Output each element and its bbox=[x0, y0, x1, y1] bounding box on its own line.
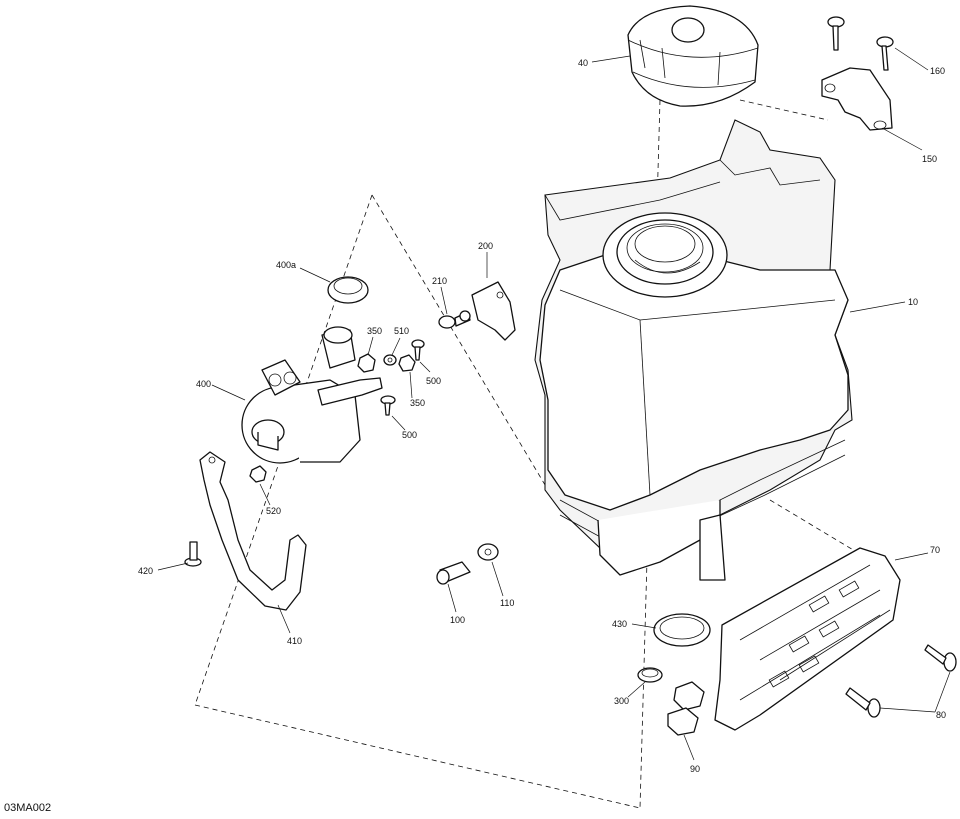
label-500-top: 500 bbox=[426, 376, 441, 386]
label-300: 300 bbox=[614, 696, 629, 706]
clip-300 bbox=[637, 667, 663, 683]
screw-500-a bbox=[411, 339, 425, 361]
label-200: 200 bbox=[478, 241, 493, 251]
washer-510 bbox=[383, 354, 397, 366]
label-350-top: 350 bbox=[367, 326, 382, 336]
screw-150 bbox=[827, 16, 845, 51]
screw-80-a bbox=[924, 644, 957, 672]
fittings-90 bbox=[667, 681, 705, 736]
callout-labels: 40 160 150 10 200 210 400a 350 510 500 3… bbox=[138, 58, 946, 774]
label-160: 160 bbox=[930, 66, 945, 76]
screw-160 bbox=[876, 36, 894, 71]
label-510: 510 bbox=[394, 326, 409, 336]
label-430: 430 bbox=[612, 619, 627, 629]
nut-350-b bbox=[398, 354, 416, 372]
label-520: 520 bbox=[266, 506, 281, 516]
bolt-100 bbox=[436, 561, 471, 585]
label-210: 210 bbox=[432, 276, 447, 286]
strap-410 bbox=[199, 451, 307, 611]
nut-350-a bbox=[357, 353, 376, 373]
bracket-200 bbox=[471, 281, 516, 341]
skid-plate-70 bbox=[714, 547, 901, 731]
seal-ring-400a bbox=[327, 276, 369, 304]
diagram-code: 03MA002 bbox=[4, 802, 51, 814]
bracket-150 bbox=[821, 67, 893, 131]
label-80: 80 bbox=[936, 710, 946, 720]
leader-lines bbox=[157, 47, 951, 761]
label-350-bottom: 350 bbox=[410, 398, 425, 408]
label-70: 70 bbox=[930, 545, 940, 555]
label-90: 90 bbox=[690, 764, 700, 774]
fuel-cap-40 bbox=[627, 5, 759, 107]
screw-80-b bbox=[845, 687, 881, 718]
label-100: 100 bbox=[450, 615, 465, 625]
screw-420 bbox=[184, 541, 202, 567]
label-420: 420 bbox=[138, 566, 153, 576]
nut-520 bbox=[249, 465, 267, 483]
label-110: 110 bbox=[500, 598, 514, 608]
clamp-430 bbox=[653, 613, 711, 647]
label-400: 400 bbox=[196, 379, 211, 389]
label-10: 10 bbox=[908, 297, 918, 307]
screw-500-b bbox=[380, 395, 396, 416]
label-410: 410 bbox=[287, 636, 302, 646]
label-40: 40 bbox=[578, 58, 588, 68]
washer-210 bbox=[438, 310, 471, 329]
fuel-pump-400 bbox=[241, 326, 383, 464]
washer-110 bbox=[477, 543, 499, 561]
label-150: 150 bbox=[922, 154, 937, 164]
fuel-tank-10 bbox=[534, 119, 853, 581]
label-500-bottom: 500 bbox=[402, 430, 417, 440]
label-400a: 400a bbox=[276, 260, 296, 270]
